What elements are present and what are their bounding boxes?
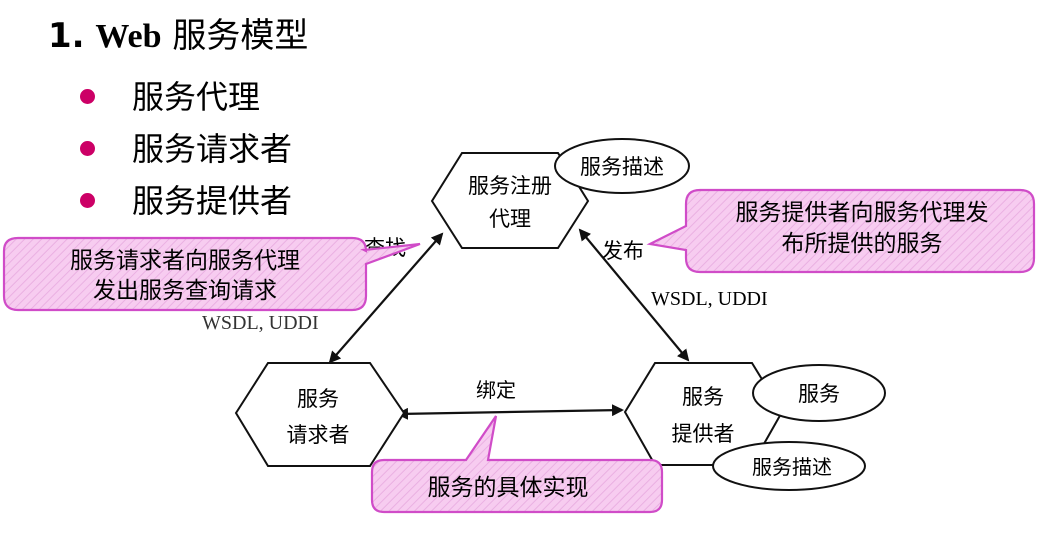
svg-text:服务: 服务 [798, 382, 840, 406]
bullet-list: 服务代理 服务请求者 服务提供者 [76, 72, 292, 228]
bullet-dot-icon [80, 193, 95, 208]
svg-text:服务描述: 服务描述 [580, 155, 664, 179]
registry-label-line2: 代理 [489, 207, 531, 231]
bullet-item: 服务请求者 [76, 124, 292, 176]
svg-text:服务提供者向服务代理发: 服务提供者向服务代理发 [736, 200, 989, 226]
wsdl-uddi-right-label: WSDL, UDDI [651, 288, 768, 310]
svg-text:发出服务查询请求: 发出服务查询请求 [93, 278, 277, 304]
svg-text:服务的具体实现: 服务的具体实现 [428, 475, 589, 501]
bind-arrow [396, 404, 624, 420]
find-arrow [328, 232, 444, 364]
provider-callout: 服务提供者向服务代理发 布所提供的服务 [646, 188, 1036, 274]
title-number: 1. [48, 16, 85, 56]
title-text: 服务模型 [172, 16, 309, 56]
registry-node: 服务注册 代理 [430, 152, 590, 249]
wsdl-uddi-left-label: WSDL, UDDI [202, 312, 319, 334]
svg-text:服务请求者向服务代理: 服务请求者向服务代理 [70, 248, 300, 274]
provider-label-line1: 服务 [682, 385, 724, 409]
svg-text:服务描述: 服务描述 [752, 455, 832, 479]
requester-label-line1: 服务 [297, 387, 339, 411]
page-title: 1. Web 服务模型 [48, 14, 308, 59]
bullet-dot-icon [80, 141, 95, 156]
requester-callout: 服务请求者向服务代理 发出服务查询请求 [2, 236, 421, 312]
provider-service-ellipse: 服务 [752, 364, 886, 422]
registry-description-ellipse: 服务描述 [554, 138, 690, 194]
requester-node: 服务 请求者 [234, 362, 406, 467]
bullet-item: 服务提供者 [76, 176, 292, 228]
bullet-item: 服务代理 [76, 72, 292, 124]
registry-label-line1: 服务注册 [468, 174, 552, 198]
title-web: Web [95, 18, 162, 55]
provider-label-line2: 提供者 [672, 422, 735, 446]
publish-label: 发布 [602, 239, 644, 263]
bullet-dot-icon [80, 89, 95, 104]
publish-arrow [578, 228, 690, 362]
svg-text:布所提供的服务: 布所提供的服务 [782, 231, 943, 257]
requester-label-line2: 请求者 [287, 423, 350, 447]
provider-description-ellipse: 服务描述 [712, 441, 866, 491]
bind-callout: 服务的具体实现 [370, 415, 664, 514]
bind-label: 绑定 [476, 378, 516, 402]
